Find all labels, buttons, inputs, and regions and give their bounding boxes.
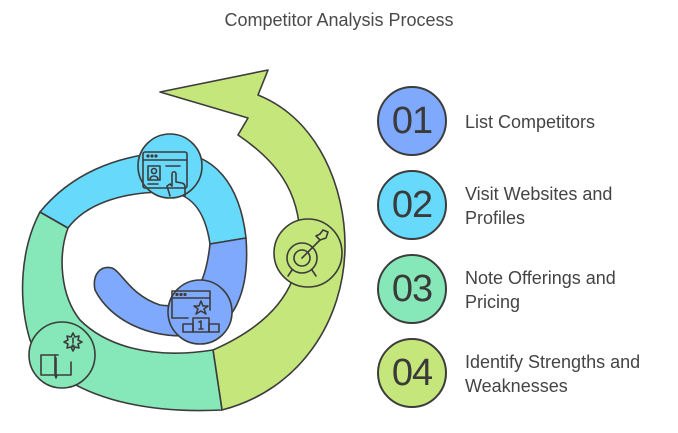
step-number-badge: 04 xyxy=(377,338,447,408)
step-label: Note Offerings and Pricing xyxy=(465,268,616,312)
podium-star-icon xyxy=(171,290,220,333)
step-label: List Competitors xyxy=(465,112,596,132)
icon-bubble-3 xyxy=(28,321,96,389)
step-number-badge: 03 xyxy=(377,254,447,324)
step-2: 02 Visit Websites and Profiles xyxy=(377,170,677,242)
step-1: 01 List Competitors xyxy=(377,86,677,158)
step-3: 03 Note Offerings and Pricing xyxy=(377,254,677,326)
step-number-badge: 01 xyxy=(377,86,447,156)
profile-click-icon xyxy=(142,151,188,197)
step-label: Visit Websites and Profiles xyxy=(465,184,613,228)
step-4: 04 Identify Strengths and Weaknesses xyxy=(377,338,677,410)
target-arrow-icon xyxy=(286,229,329,277)
diagram-title: Competitor Analysis Process xyxy=(224,10,454,30)
step-number-badge: 02 xyxy=(377,170,447,240)
book-alert-icon xyxy=(40,332,83,379)
step-label: Identify Strengths and Weaknesses xyxy=(465,352,641,396)
